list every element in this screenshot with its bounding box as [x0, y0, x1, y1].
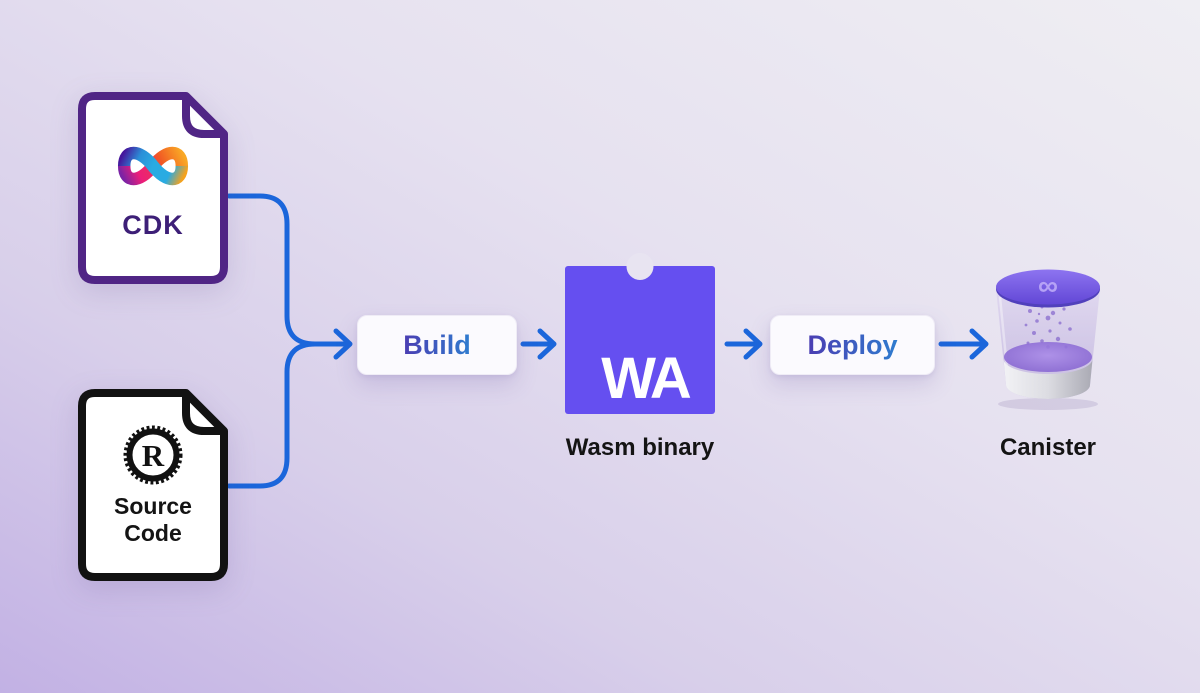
canister-icon: ∞	[996, 269, 1100, 410]
svg-text:R: R	[142, 438, 165, 473]
connector-cdk-to-merge	[226, 193, 318, 347]
arrow-merge-to-build	[309, 328, 353, 360]
wasm-notch	[626, 253, 654, 280]
wasm-logo-text: WA	[601, 346, 691, 411]
canister-infinity-icon: ∞	[1038, 270, 1058, 301]
build-step-label: Build	[403, 329, 471, 360]
wasm-binary-label: Wasm binary	[565, 434, 715, 461]
cdk-document-outline	[78, 92, 228, 284]
deploy-step-label: Deploy	[807, 329, 898, 360]
connector-source-to-merge	[226, 341, 318, 489]
arrow-deploy-to-canister	[938, 328, 989, 360]
cdk-document: CDK	[78, 92, 228, 284]
deploy-step: Deploy	[770, 315, 935, 375]
rust-gear-icon: R	[123, 425, 183, 485]
source-code-label: Source Code	[114, 493, 192, 546]
build-step: Build	[357, 315, 517, 375]
icp-infinity-icon	[117, 146, 189, 186]
source-document-outline	[78, 389, 228, 581]
canister-label: Canister	[999, 434, 1097, 461]
source-code-document: R Source Code	[78, 389, 228, 581]
arrow-build-to-wasm	[520, 328, 557, 360]
wasm-logo: WA	[565, 253, 715, 414]
arrow-wasm-to-deploy	[724, 328, 763, 360]
cdk-label: CDK	[122, 210, 184, 240]
